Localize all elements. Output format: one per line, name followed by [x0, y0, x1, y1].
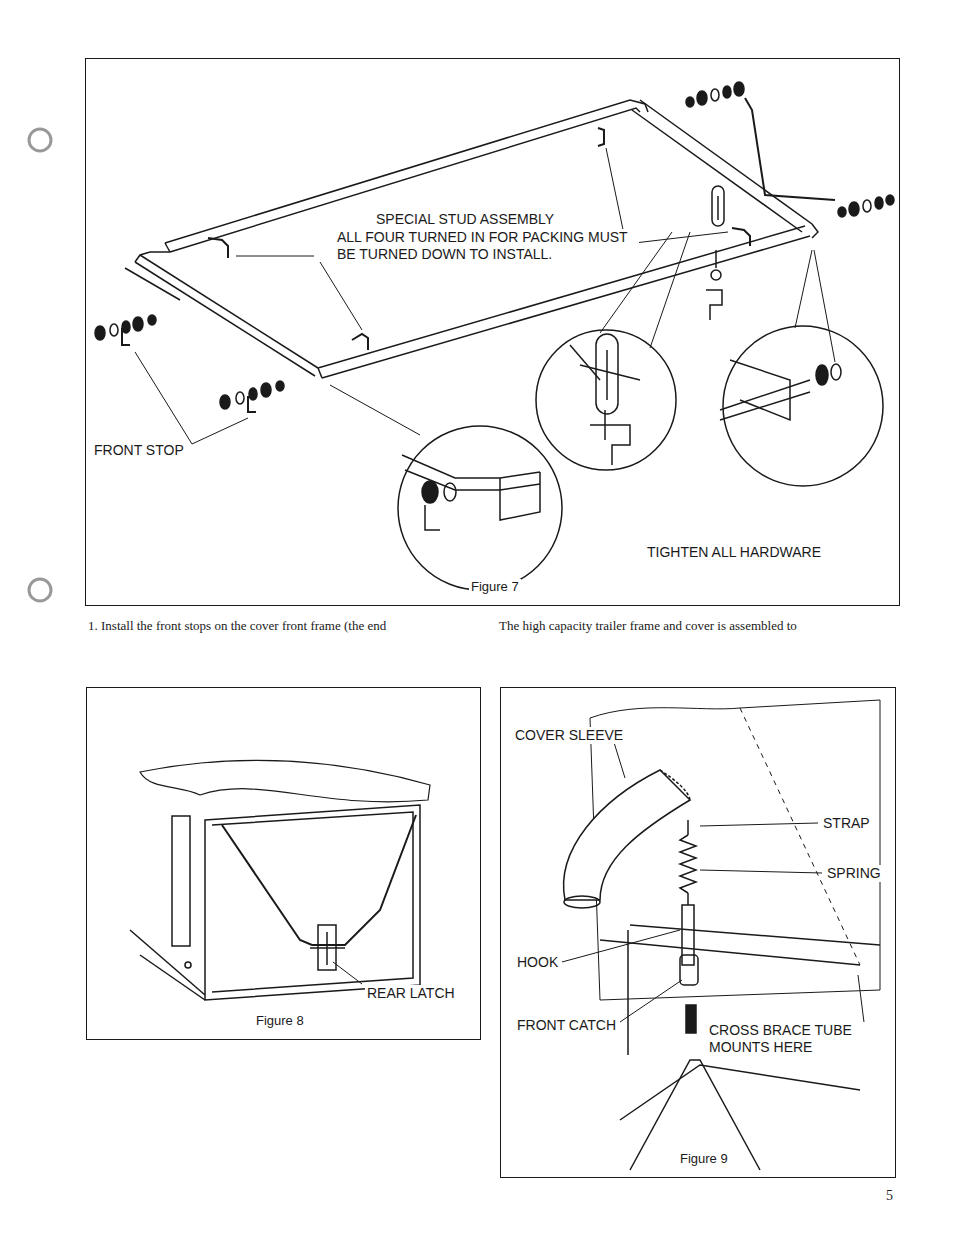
page-number: 5	[886, 1188, 893, 1204]
part-label: STRAP	[821, 815, 872, 832]
binder-hole	[29, 579, 51, 601]
detail-circle	[398, 326, 883, 590]
catch-parts	[706, 186, 724, 320]
part-label: FRONT STOP	[92, 442, 186, 459]
front-stop	[122, 328, 256, 412]
leader-line	[562, 736, 866, 1038]
figure-frame: SPECIAL STUD ASSEMBLYALL FOUR TURNED IN …	[85, 58, 900, 606]
part-label: COVER SLEEVE	[513, 727, 625, 744]
part-label: CROSS BRACE TUBE MOUNTS HERE	[707, 1022, 881, 1056]
hardware-stack	[95, 82, 894, 409]
special-stud	[208, 128, 750, 350]
cover-frame	[125, 98, 835, 378]
trailer-rear	[130, 760, 430, 1000]
trailer-front	[564, 700, 880, 1170]
figure-frame: COVER SLEEVE STRAP SPRING HOOK FRONT CATCH CR…	[500, 687, 896, 1178]
figure-caption: Figure 8	[254, 1013, 306, 1029]
leader-line	[135, 148, 835, 444]
part-label: SPRING	[825, 865, 883, 882]
figure-caption: Figure 7	[469, 579, 521, 595]
part-label: SPECIAL STUD ASSEMBLY	[374, 211, 556, 228]
part-label: TIGHTEN ALL HARDWARE	[645, 544, 823, 561]
part-label: FRONT CATCH	[515, 1017, 618, 1034]
part-label: REAR LATCH	[365, 985, 457, 1002]
body-text: The high capacity trailer frame and cove…	[499, 618, 797, 634]
part-label: HOOK	[515, 954, 560, 971]
figure-frame: REAR LATCH Figure 8	[86, 687, 481, 1040]
figure-caption: Figure 9	[678, 1151, 730, 1167]
body-text: 1. Install the front stops on the cover …	[88, 618, 386, 634]
binder-hole	[29, 129, 51, 151]
part-label: ALL FOUR TURNED IN FOR PACKING MUST BE T…	[335, 229, 639, 263]
